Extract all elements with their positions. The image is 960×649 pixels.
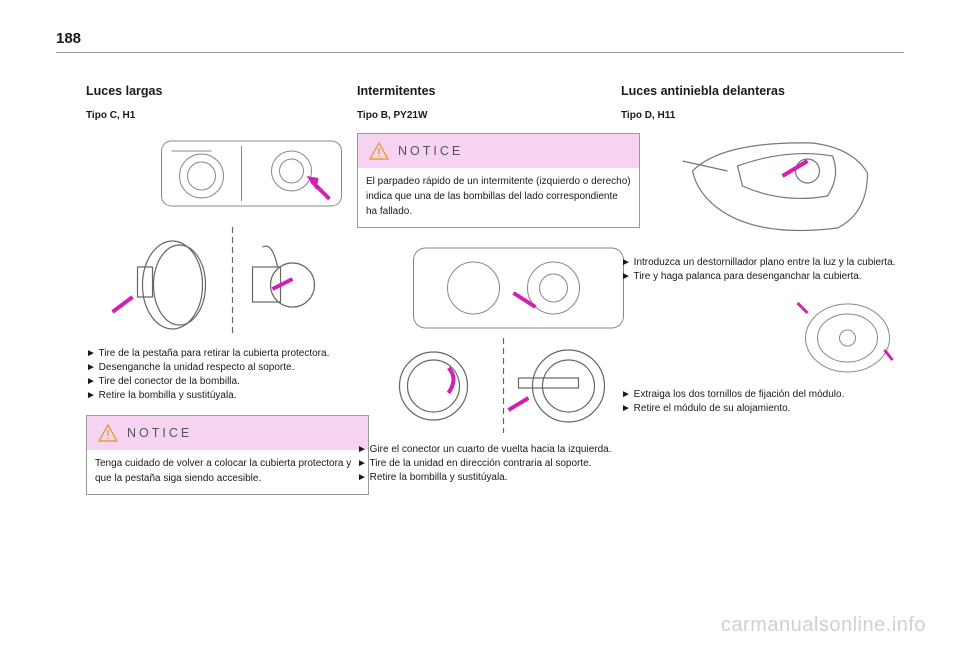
section-subtitle: Tipo D, H11 [621, 110, 676, 121]
notice-header: NOTICE [358, 134, 639, 168]
step-item: ► Tire del conector de la bombilla. [86, 376, 240, 387]
step-item: ► Desenganche la unidad respecto al sopo… [86, 362, 295, 373]
header-rule [56, 52, 904, 53]
indicator-lamp-illustration [413, 247, 624, 329]
step-item: ► Retire la bombilla y sustitúyala. [86, 390, 237, 401]
section-luces-largas: Luces largas Tipo C, H1 ► Tire de la pes… [86, 84, 369, 495]
section-title: Luces largas [86, 84, 163, 98]
notice-text: Tenga cuidado de volver a colocar la cub… [95, 458, 352, 484]
notice-header: NOTICE [87, 416, 368, 450]
steps-list: ► Extraiga los dos tornillos de fijación… [621, 388, 904, 416]
notice-label: NOTICE [398, 144, 464, 158]
section-subtitle: Tipo B, PY21W [357, 110, 428, 121]
notice-text: El parpadeo rápido de un intermitente (i… [366, 176, 631, 217]
steps-list: ► Introduzca un destornillador plano ent… [621, 256, 904, 284]
step-item: ► Tire y haga palanca para desenganchar … [621, 271, 862, 282]
headlamp-illustration [161, 140, 342, 207]
warning-icon [368, 141, 390, 160]
warning-icon [97, 423, 119, 442]
fog-lamp-screws-illustration [796, 301, 894, 373]
step-item: ► Extraiga los dos tornillos de fijación… [621, 389, 845, 400]
connector-rotation-illustration [398, 338, 606, 433]
section-title: Luces antiniebla delanteras [621, 84, 785, 98]
step-item: ► Gire el conector un cuarto de vuelta h… [357, 444, 612, 455]
fog-lamp-cover-illustration [682, 142, 869, 232]
watermark: carmanualsonline.info [720, 614, 926, 636]
bulb-removal-illustration [111, 227, 316, 337]
step-item: ► Retire el módulo de su alojamiento. [621, 403, 791, 414]
notice-box: NOTICE Tenga cuidado de volver a colocar… [86, 415, 369, 495]
steps-list: ► Tire de la pestaña para retirar la cub… [86, 347, 369, 403]
notice-box: NOTICE El parpadeo rápido de un intermit… [357, 133, 640, 228]
step-item: ► Tire de la pestaña para retirar la cub… [86, 348, 330, 359]
page-number: 188 [56, 30, 82, 47]
notice-label: NOTICE [127, 426, 193, 440]
step-item: ► Tire de la unidad en dirección contrar… [357, 458, 592, 469]
section-title: Intermitentes [357, 84, 436, 98]
steps-list: ► Gire el conector un cuarto de vuelta h… [357, 443, 640, 485]
section-luces-antiniebla: Luces antiniebla delanteras Tipo D, H11 … [621, 84, 904, 416]
step-item: ► Introduzca un destornillador plano ent… [621, 257, 896, 268]
section-subtitle: Tipo C, H1 [86, 110, 136, 121]
section-intermitentes: Intermitentes Tipo B, PY21W NOTICE El pa… [357, 84, 640, 485]
step-item: ► Retire la bombilla y sustitúyala. [357, 472, 508, 483]
